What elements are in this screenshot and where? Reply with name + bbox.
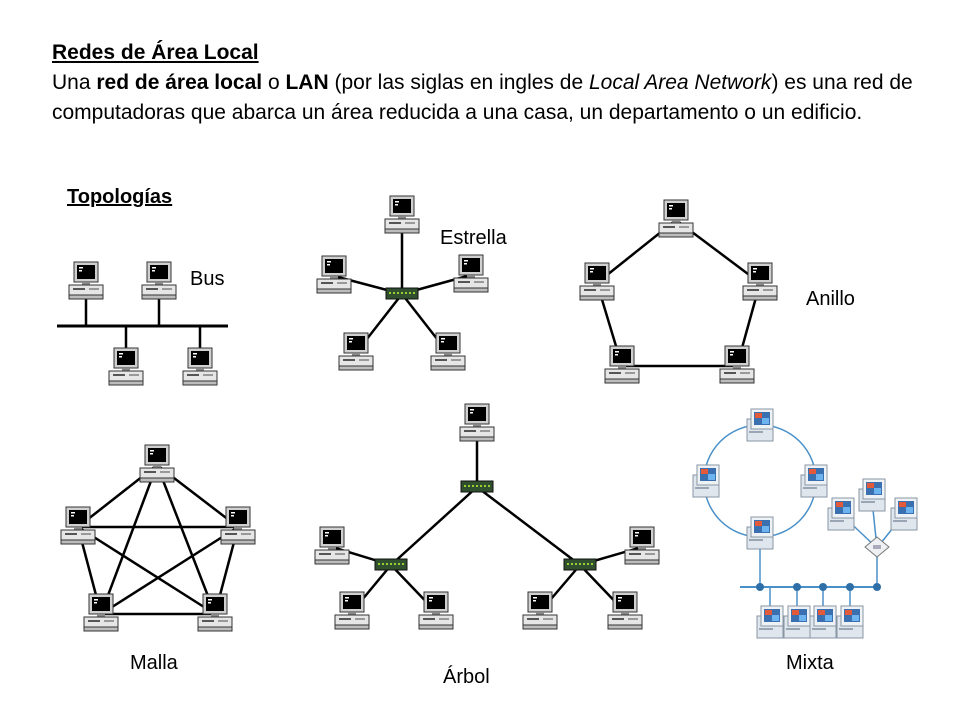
intro-text: Redes de Área Local Una red de área loca… [52, 38, 932, 128]
mixed-workstation-icon [809, 605, 837, 639]
ring-computer-icon [742, 262, 778, 301]
bus-computer-icon [108, 347, 144, 386]
tree-hub-icon [374, 558, 408, 571]
mixed-bus-node [873, 583, 881, 591]
mesh-link-line [100, 525, 239, 616]
tree-hub-icon [563, 558, 597, 571]
mixed-bus-node [756, 583, 764, 591]
ring-computer-icon [658, 199, 694, 238]
star-computer-icon [338, 332, 374, 371]
ring-computer-icon [604, 345, 640, 384]
tree-computer-icon [314, 526, 350, 565]
intro-paragraph: Una red de área local o LAN (por las sig… [52, 71, 913, 124]
label-tree: Árbol [443, 666, 490, 688]
star-computer-icon [430, 332, 466, 371]
mixed-bus-node [846, 583, 854, 591]
star-computer-icon [384, 195, 420, 234]
mixed-bus-node [793, 583, 801, 591]
tree-computer-icon [607, 591, 643, 630]
tree-computer-icon [334, 591, 370, 630]
mixed-workstation-icon [746, 516, 774, 550]
label-star: Estrella [440, 227, 507, 249]
label-ring: Anillo [806, 288, 855, 310]
mixed-workstation-icon [800, 464, 828, 498]
tree-hub-icon [460, 480, 494, 493]
ring-computer-icon [719, 345, 755, 384]
mixed-bus-node [819, 583, 827, 591]
mixed-switch-icon [864, 536, 890, 558]
tree-computer-icon [624, 526, 660, 565]
mesh-computer-icon [139, 444, 175, 483]
topologies-heading: Topologías [67, 186, 173, 208]
star-hub-icon [385, 287, 419, 300]
mesh-computer-icon [83, 593, 119, 632]
mixed-workstation-icon [890, 497, 918, 531]
bus-computer-icon [141, 261, 177, 300]
label-mixed: Mixta [786, 652, 834, 674]
mixed-workstation-icon [746, 408, 774, 442]
intro-title: Redes de Área Local [52, 41, 259, 64]
ring-computer-icon [579, 262, 615, 301]
label-mesh: Malla [130, 652, 178, 674]
mixed-workstation-icon [692, 464, 720, 498]
mixed-workstation-icon [858, 478, 886, 512]
mesh-link-line [99, 464, 159, 615]
mesh-link-line [155, 464, 217, 615]
mixed-workstation-icon [783, 605, 811, 639]
star-computer-icon [316, 255, 352, 294]
tree-computer-icon [459, 403, 495, 442]
mesh-computer-icon [220, 506, 256, 545]
bus-computer-icon [182, 347, 218, 386]
mesh-link-line [77, 525, 216, 616]
mixed-workstation-icon [756, 605, 784, 639]
bus-computer-icon [68, 261, 104, 300]
mixed-workstation-icon [836, 605, 864, 639]
tree-link-line [390, 486, 478, 566]
mesh-computer-icon [197, 593, 233, 632]
mixed-workstation-icon [827, 497, 855, 531]
tree-computer-icon [522, 591, 558, 630]
star-computer-icon [453, 254, 489, 293]
tree-link-line [476, 486, 581, 566]
mesh-computer-icon [60, 506, 96, 545]
tree-computer-icon [418, 591, 454, 630]
label-bus: Bus [190, 268, 225, 290]
